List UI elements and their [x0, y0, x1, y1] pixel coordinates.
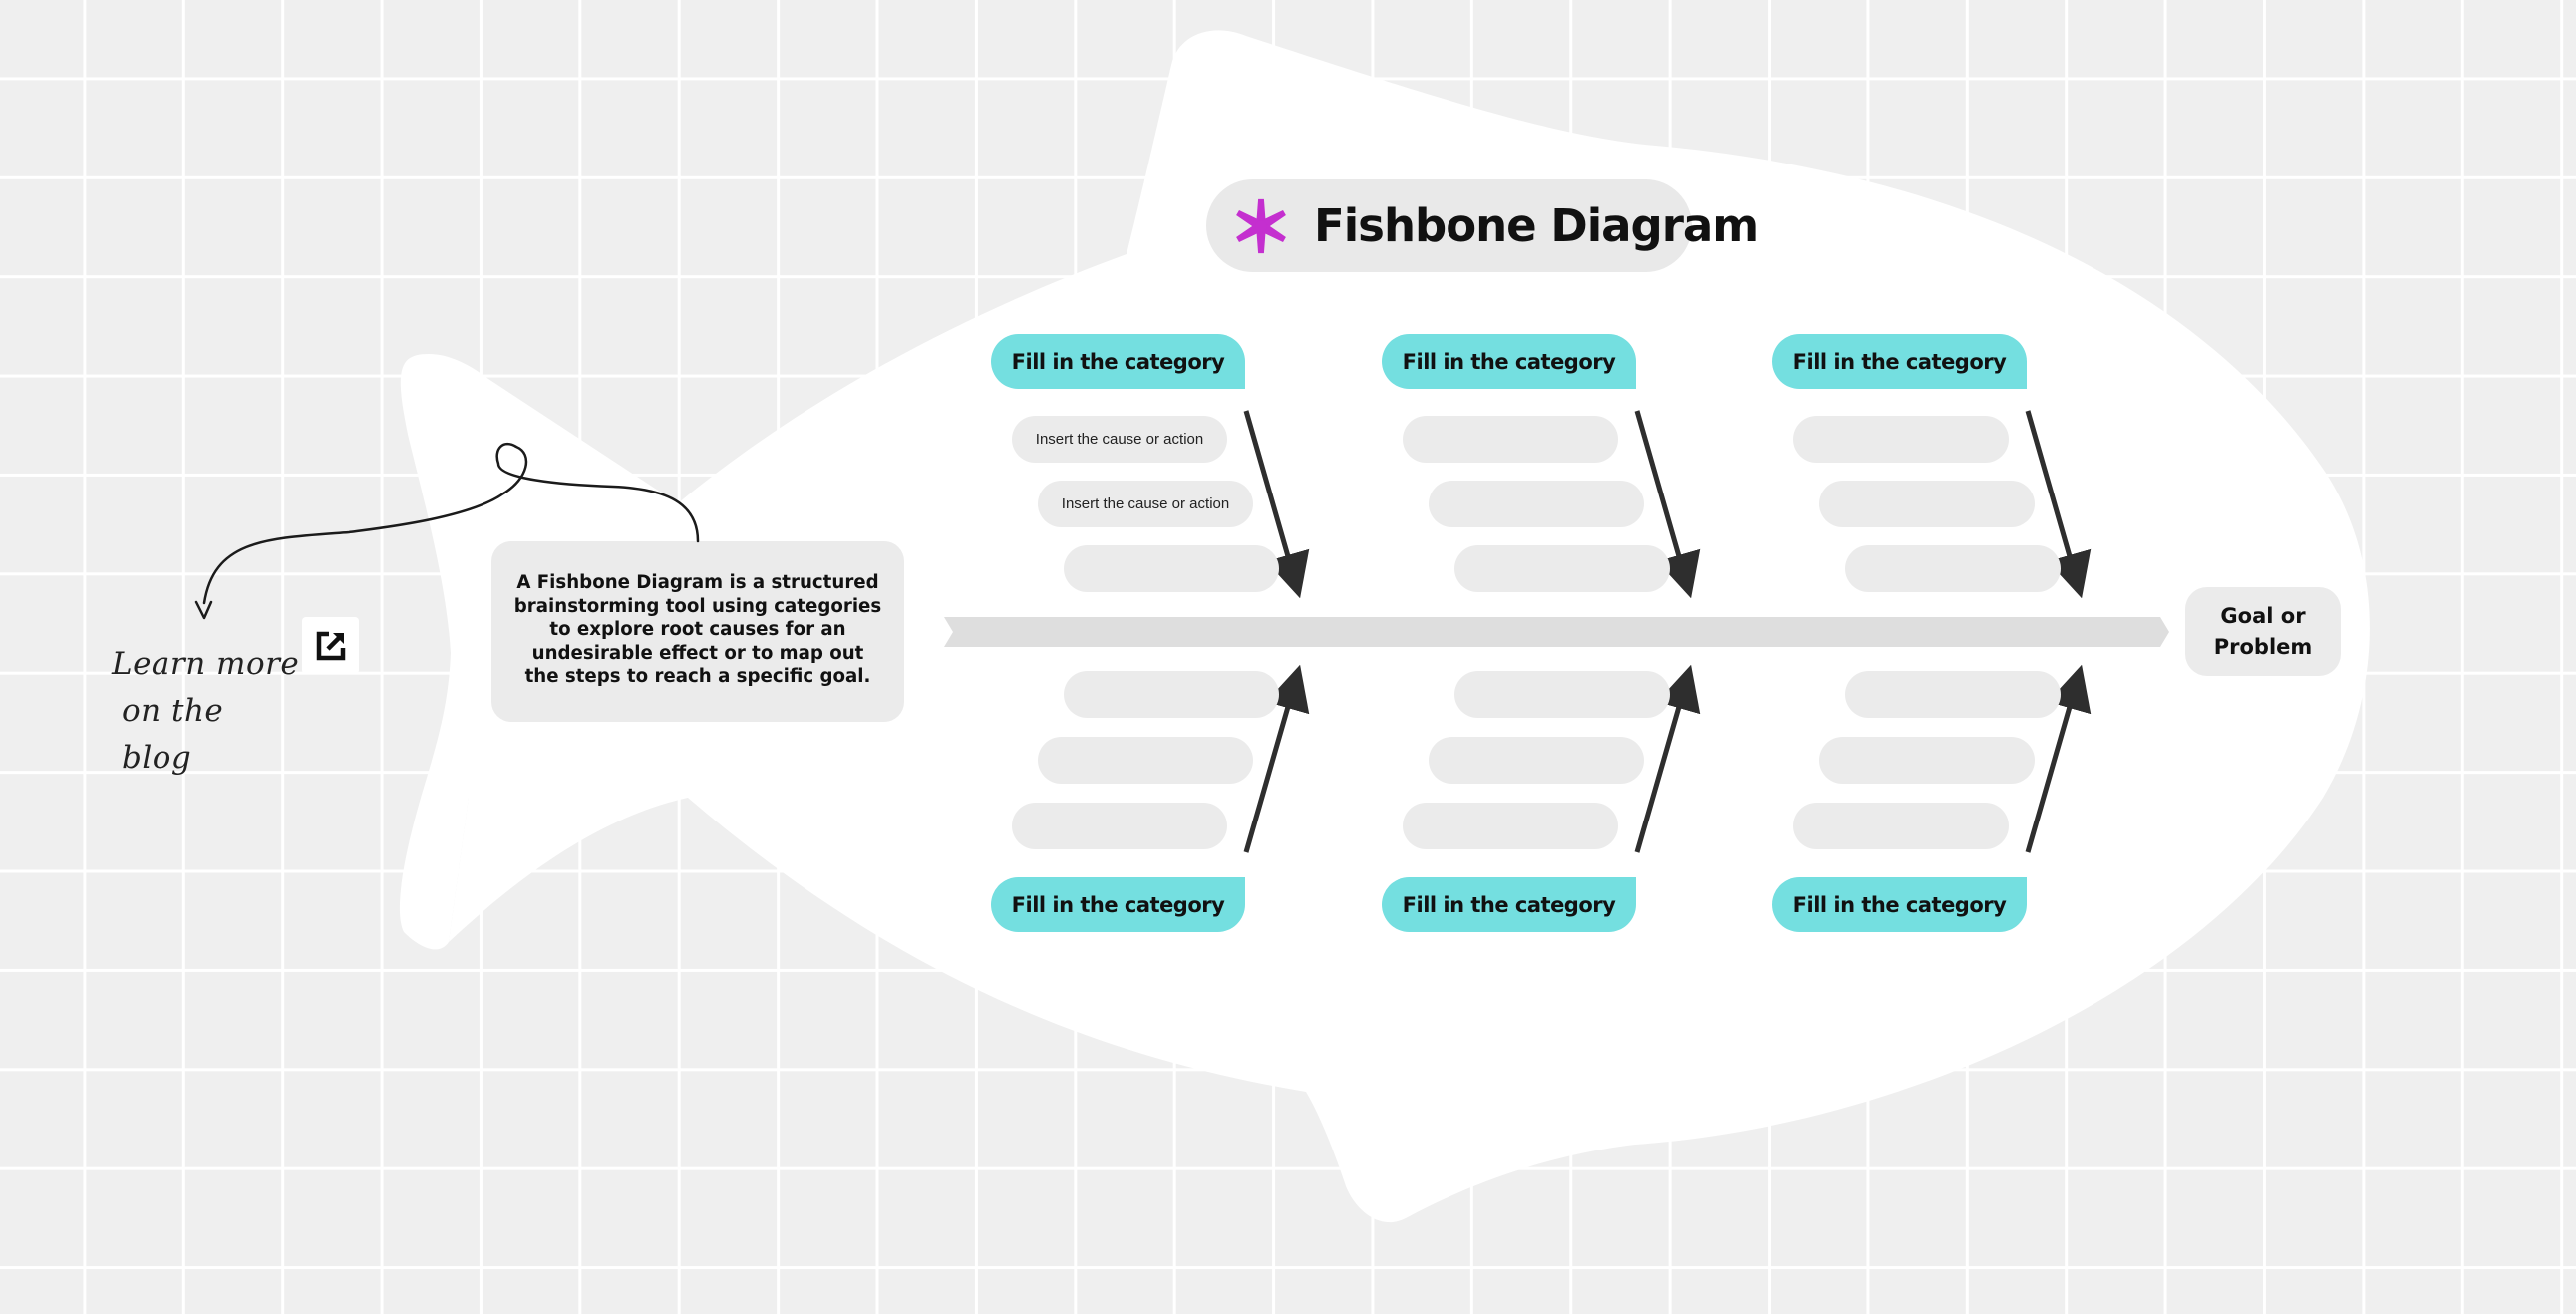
cause-field-top-3-3[interactable]	[1845, 545, 2061, 592]
cause-field-bottom-3-2[interactable]	[1819, 737, 2035, 784]
bone-arrow-bottom-3	[2025, 664, 2092, 853]
cause-field-top-3-1[interactable]	[1793, 416, 2009, 463]
description-card: A Fishbone Diagram is a structured brain…	[491, 541, 904, 722]
cause-field-top-2-3[interactable]	[1454, 545, 1670, 592]
cause-field-bottom-2-2[interactable]	[1429, 737, 1644, 784]
cause-field-bottom-2-3[interactable]	[1403, 803, 1618, 849]
bone-arrow-bottom-2	[1634, 664, 1701, 853]
bone-arrow-top-1	[1243, 410, 1310, 599]
category-label-bottom-2[interactable]: Fill in the category	[1382, 877, 1636, 932]
bone-arrow-top-2	[1634, 410, 1701, 599]
category-label-top-3[interactable]: Fill in the category	[1772, 334, 2027, 389]
cause-field-top-3-2[interactable]	[1819, 481, 2035, 527]
cause-field-bottom-1-3[interactable]	[1012, 803, 1227, 849]
bone-arrow-bottom-1	[1243, 664, 1310, 853]
cause-field-bottom-1-2[interactable]	[1038, 737, 1253, 784]
bone-arrow-top-3	[2025, 410, 2092, 599]
learn-more-label[interactable]: Learn more on the blog	[112, 641, 301, 782]
learn-more-line-1: Learn more	[112, 646, 300, 682]
asterisk-icon	[1236, 198, 1286, 253]
cause-field-bottom-2-1[interactable]	[1454, 671, 1670, 718]
cause-field-bottom-1-1[interactable]	[1064, 671, 1279, 718]
learn-more-line-2: on the blog	[122, 693, 224, 776]
category-label-bottom-1[interactable]: Fill in the category	[991, 877, 1245, 932]
category-label-top-2[interactable]: Fill in the category	[1382, 334, 1636, 389]
external-link-button[interactable]	[302, 617, 359, 674]
diagram-title: Fishbone Diagram	[1314, 199, 1759, 252]
cause-field-bottom-3-3[interactable]	[1793, 803, 2009, 849]
cause-field-top-2-1[interactable]	[1403, 416, 1618, 463]
category-label-top-1[interactable]: Fill in the category	[991, 334, 1245, 389]
cause-field-top-1-1[interactable]: Insert the cause or action	[1012, 416, 1227, 463]
category-label-bottom-3[interactable]: Fill in the category	[1772, 877, 2027, 932]
title-pill: Fishbone Diagram	[1206, 179, 1759, 272]
external-link-icon	[316, 631, 345, 660]
cause-field-top-2-2[interactable]	[1429, 481, 1644, 527]
goal-problem-box[interactable]: Goal or Problem	[2185, 587, 2341, 676]
cause-field-top-1-3[interactable]	[1064, 545, 1279, 592]
cause-field-bottom-3-1[interactable]	[1845, 671, 2061, 718]
cause-field-top-1-2[interactable]: Insert the cause or action	[1038, 481, 1253, 527]
